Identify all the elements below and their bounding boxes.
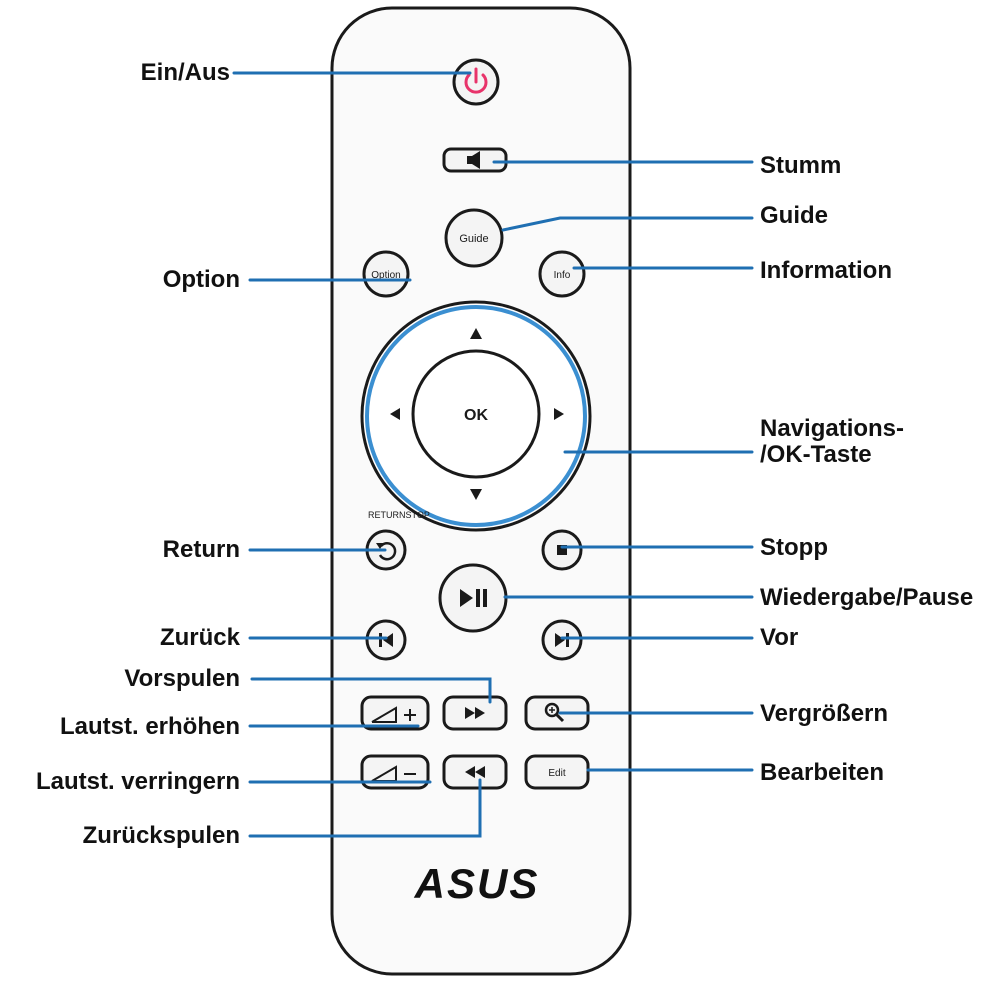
volume-up-icon <box>371 706 416 723</box>
mute-button[interactable] <box>442 147 508 173</box>
rewind-icon <box>465 766 485 778</box>
leader-guide <box>501 216 754 232</box>
callout-option: Option <box>162 266 240 293</box>
callout-zoom: Vergrößern <box>760 700 889 727</box>
callout-stop: Stopp <box>760 534 828 561</box>
return-arrow-icon <box>376 541 397 561</box>
stop-square-icon <box>557 545 567 555</box>
leader-rewind <box>248 778 482 838</box>
callout-next: Vor <box>760 624 799 651</box>
callout-vol-up: Lautst. erhöhen <box>59 713 240 740</box>
callout-prev: Zurück <box>159 624 240 651</box>
next-button[interactable] <box>541 619 583 661</box>
fast-forward-icon <box>465 707 485 719</box>
returnstop-caption: RETURNSTOP <box>368 510 430 520</box>
callout-power: Ein/Aus <box>140 59 230 86</box>
power-icon <box>464 67 488 94</box>
nav-up-arrow-icon[interactable] <box>470 328 482 339</box>
edit-button-label: Edit <box>548 768 565 779</box>
nav-right-arrow-icon[interactable] <box>554 408 564 420</box>
prev-button[interactable] <box>365 619 407 661</box>
volume-down-button[interactable] <box>360 754 430 790</box>
callout-mute: Stumm <box>760 152 842 179</box>
option-button-label: Option <box>371 270 400 281</box>
callout-nav-line1: Navigations- <box>760 415 905 442</box>
callout-nav-line2: /OK-Taste <box>760 441 872 468</box>
callout-info: Information <box>760 257 892 284</box>
power-button[interactable] <box>452 58 500 106</box>
ok-button[interactable]: OK <box>411 349 541 479</box>
callout-edit: Bearbeiten <box>760 759 885 786</box>
magnifier-plus-icon <box>544 702 565 723</box>
info-button-label: Info <box>554 270 571 281</box>
callout-rewind: Zurückspulen <box>82 822 240 849</box>
callout-nav: Navigations- /OK-Taste <box>760 416 904 468</box>
volume-up-button[interactable] <box>360 695 430 731</box>
leader-fast-forward <box>250 677 492 704</box>
callout-guide: Guide <box>760 202 829 229</box>
guide-button-label: Guide <box>459 233 488 245</box>
skip-previous-icon <box>379 633 393 647</box>
speaker-mute-icon <box>467 151 480 169</box>
guide-button[interactable]: Guide <box>444 208 504 268</box>
play-pause-button[interactable] <box>438 563 508 633</box>
edit-button[interactable]: Edit <box>524 754 590 790</box>
play-pause-icon <box>460 589 487 607</box>
callout-play-pause: Wiedergabe/Pause <box>760 584 974 611</box>
nav-left-arrow-icon[interactable] <box>390 408 400 420</box>
ok-button-label: OK <box>464 407 488 424</box>
option-button[interactable]: Option <box>362 250 410 298</box>
skip-next-icon <box>555 633 569 647</box>
info-button[interactable]: Info <box>538 250 586 298</box>
callout-vol-down: Lautst. verringern <box>35 768 240 795</box>
nav-down-arrow-icon[interactable] <box>470 489 482 500</box>
brand-logo: ASUS <box>414 860 540 907</box>
fast-forward-button[interactable] <box>442 695 508 731</box>
rewind-button[interactable] <box>442 754 508 790</box>
stop-button[interactable] <box>541 529 583 571</box>
callout-return: Return <box>162 536 240 563</box>
callout-fast-forward: Vorspulen <box>124 665 240 692</box>
